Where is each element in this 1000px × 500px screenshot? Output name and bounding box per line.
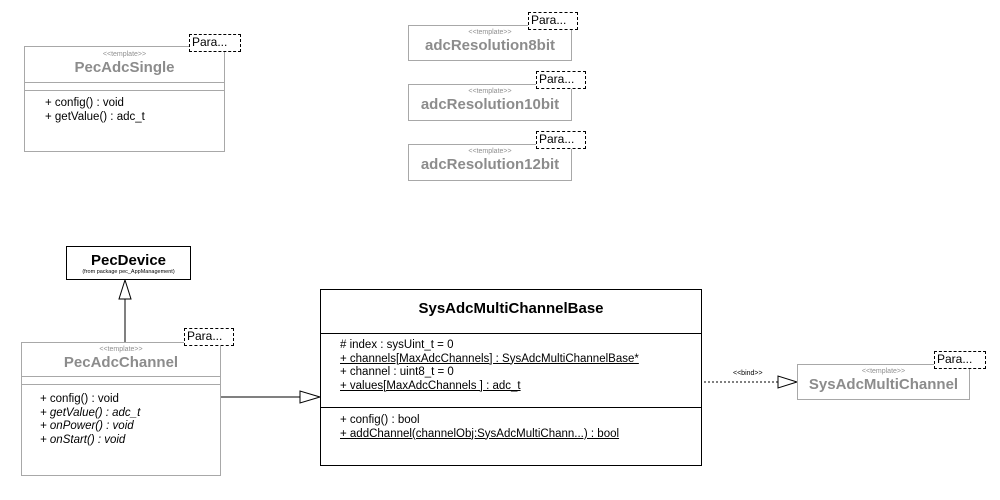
compartment-divider [25, 82, 224, 83]
template-parameter-box: Para... [189, 34, 241, 52]
operation: + onPower() : void [40, 420, 134, 432]
operations-list: + config() : void + getValue() : adc_t +… [40, 393, 140, 447]
bind-arrowhead [777, 375, 799, 389]
class-adc-resolution-8bit[interactable]: <<template>> adcResolution8bit [408, 25, 572, 61]
generalization-arrowhead [118, 278, 132, 300]
attribute: + channel : uint8_t = 0 [340, 366, 454, 378]
class-name: adcResolution10bit [420, 96, 560, 113]
stereotype-label: <<template>> [99, 346, 143, 353]
bind-label: <<bind>> [733, 370, 763, 377]
package-note: (from package pec_AppManagement) [82, 269, 175, 275]
operation: + config() : void [45, 97, 124, 109]
template-parameter-box: Para... [536, 71, 586, 89]
attribute: + values[MaxAdcChannels ] : adc_t [340, 379, 521, 392]
stereotype-label: <<template>> [468, 88, 512, 95]
stereotype-label: <<template>> [861, 368, 906, 375]
template-parameter-box: Para... [934, 351, 986, 369]
operation: + getValue() : adc_t [40, 406, 141, 419]
template-parameter-box: Para... [536, 131, 586, 149]
attribute: # index : sysUint_t = 0 [340, 339, 454, 351]
class-pec-adc-channel[interactable]: <<template>> PecAdcChannel + config() : … [21, 342, 221, 476]
compartment-divider [22, 384, 220, 385]
operation: + addChannel(channelObj:SysAdcMultiChann… [340, 427, 620, 440]
operations-list: + config() : void + getValue() : adc_t [45, 97, 145, 124]
stereotype-label: <<template>> [468, 148, 512, 155]
class-adc-resolution-12bit[interactable]: <<template>> adcResolution12bit [408, 144, 572, 181]
template-parameter-box: Para... [528, 12, 578, 30]
class-pec-adc-single[interactable]: <<template>> PecAdcSingle + config() : v… [24, 46, 225, 152]
compartment-divider [321, 407, 701, 408]
class-name: PecDevice [90, 252, 167, 269]
class-name: adcResolution8bit [424, 37, 555, 54]
class-adc-resolution-10bit[interactable]: <<template>> adcResolution10bit [408, 84, 572, 121]
class-name: SysAdcMultiChannelBase [418, 300, 604, 317]
class-name: SysAdcMultiChannel [808, 376, 959, 393]
generalization-arrowhead-base [299, 390, 322, 404]
attributes-list: # index : sysUint_t = 0 + channels[MaxAd… [340, 339, 639, 393]
stereotype-label: <<template>> [102, 51, 147, 58]
compartment-divider [321, 333, 701, 334]
compartment-divider [22, 376, 220, 377]
compartment-divider [25, 90, 224, 91]
class-pec-device[interactable]: PecDevice (from package pec_AppManagemen… [66, 246, 191, 280]
attribute: + channels[MaxAdcChannels] : SysAdcMulti… [340, 352, 639, 365]
class-sys-adc-multi-channel-base[interactable]: SysAdcMultiChannelBase # index : sysUint… [320, 289, 702, 466]
class-name: PecAdcSingle [74, 59, 175, 76]
class-sys-adc-multi-channel[interactable]: <<template>> SysAdcMultiChannel [797, 364, 970, 400]
template-parameter-box: Para... [184, 328, 234, 346]
operation: + config() : void [40, 393, 119, 405]
operation: + onStart() : void [40, 433, 126, 446]
operations-list: + config() : bool + addChannel(channelOb… [340, 414, 619, 441]
class-name: adcResolution12bit [420, 156, 560, 173]
operation: + getValue() : adc_t [45, 110, 145, 123]
class-name: PecAdcChannel [63, 354, 179, 371]
operation: + config() : bool [340, 414, 420, 426]
stereotype-label: <<template>> [468, 29, 512, 36]
